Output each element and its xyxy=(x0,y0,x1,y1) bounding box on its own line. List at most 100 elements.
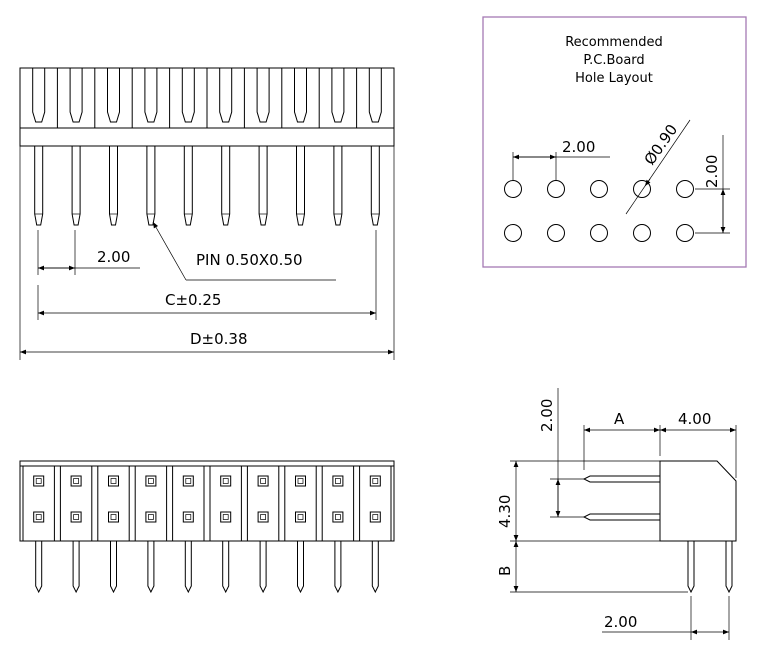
top-pin xyxy=(222,541,230,594)
top-contact-inner xyxy=(110,478,117,484)
top-pin xyxy=(184,541,192,594)
pcb-hole xyxy=(547,180,565,198)
front-cell-slot xyxy=(219,68,233,123)
pcb-hole xyxy=(504,180,522,198)
top-contact-outer xyxy=(182,475,194,487)
pcb-hole xyxy=(590,224,608,242)
side-pin-lower xyxy=(582,513,660,521)
front-pin xyxy=(34,146,44,226)
b-dimension-label: B xyxy=(496,566,514,576)
top-contact-inner xyxy=(110,514,117,520)
b-dimension: B xyxy=(496,541,688,593)
top-contact-inner xyxy=(148,478,154,484)
front-cell-slot xyxy=(331,68,345,123)
pcb-layout: Recommended P.C.Board Hole Layout 2.00 Ø… xyxy=(482,16,747,268)
front-pitch-dimension: 2.00 xyxy=(37,230,140,275)
top-contact-outer xyxy=(145,475,157,487)
front-view: 2.00 PIN 0.50X0.50 C±0.25 D±0.38 xyxy=(19,67,395,360)
top-contact-outer xyxy=(369,511,381,523)
top-contact-outer xyxy=(220,511,232,523)
top-cell xyxy=(359,465,392,542)
front-pin xyxy=(296,146,305,226)
top-contact-outer xyxy=(332,475,344,487)
top-contact-inner xyxy=(73,478,79,484)
pcb-title-line3: Hole Layout xyxy=(575,71,653,86)
top-contact-outer xyxy=(108,475,119,487)
a-dimension-label: A xyxy=(614,410,625,428)
front-cell-slot xyxy=(144,68,158,123)
front-pin xyxy=(71,146,81,226)
side-leg-pitch-label: 2.00 xyxy=(604,613,637,631)
front-pin xyxy=(146,146,156,226)
top-contact-outer xyxy=(220,475,232,487)
top-cell xyxy=(284,465,317,542)
top-contact-outer xyxy=(295,475,306,487)
side-depth-label: 4.00 xyxy=(678,410,711,428)
top-contact-inner xyxy=(260,514,266,520)
top-contact-inner xyxy=(222,514,229,520)
pcb-layout-frame xyxy=(482,16,747,268)
side-depth-dimension: 4.00 xyxy=(660,410,737,478)
pcb-hole-dia-label: Ø0.90 xyxy=(641,121,682,168)
pin-size-label: PIN 0.50X0.50 xyxy=(196,251,303,269)
top-pins xyxy=(35,541,379,594)
front-pin xyxy=(221,146,231,226)
pcb-pitch-v-dimension: 2.00 xyxy=(695,135,730,234)
top-contact-outer xyxy=(257,511,269,523)
front-cell-slot xyxy=(107,68,120,123)
side-pin-spacing-dimension: 2.00 xyxy=(538,388,584,518)
top-contact-inner xyxy=(335,514,341,520)
top-pin xyxy=(297,541,304,594)
side-view: 2.00 A 4.00 4.30 B xyxy=(496,388,737,640)
pin-callout: PIN 0.50X0.50 xyxy=(152,221,336,281)
top-cell xyxy=(97,465,130,542)
pcb-hole xyxy=(547,224,565,242)
front-pins xyxy=(34,146,380,226)
pcb-pitch-h-dimension: 2.00 xyxy=(512,138,610,180)
front-cell-slot xyxy=(368,68,382,123)
top-contact-inner xyxy=(297,478,304,484)
side-pin-upper xyxy=(582,475,660,483)
top-contact-outer xyxy=(70,511,82,523)
top-contact-inner xyxy=(372,478,379,484)
pcb-hole xyxy=(633,224,651,242)
pcb-hole xyxy=(504,224,522,242)
top-contact-inner xyxy=(335,478,341,484)
top-contact-outer xyxy=(145,511,157,523)
front-cell-slot xyxy=(69,68,83,123)
front-cell-slot xyxy=(256,68,270,123)
top-contact-inner xyxy=(260,478,266,484)
top-cell xyxy=(22,465,55,542)
top-contact-outer xyxy=(108,511,119,523)
top-contact-outer xyxy=(70,475,82,487)
top-cells xyxy=(22,465,392,542)
front-pin xyxy=(183,146,193,226)
top-contact-inner xyxy=(148,514,154,520)
top-pin xyxy=(110,541,117,594)
side-leg-back xyxy=(725,541,733,594)
top-cell xyxy=(246,465,280,542)
top-contact-outer xyxy=(33,475,45,487)
top-cell xyxy=(209,465,242,542)
top-contact-inner xyxy=(185,514,192,520)
pcb-hole-dia-dimension: Ø0.90 xyxy=(625,119,691,215)
top-contact-outer xyxy=(332,511,344,523)
top-view xyxy=(19,460,395,594)
top-cell xyxy=(59,465,93,542)
pcb-pitch-v-label: 2.00 xyxy=(703,155,721,188)
d-dimension: D±0.38 xyxy=(19,146,395,360)
front-cell-slot xyxy=(32,68,46,123)
front-pin xyxy=(109,146,118,226)
side-height-label: 4.30 xyxy=(496,495,514,528)
pcb-pitch-h-label: 2.00 xyxy=(562,138,595,156)
top-pin xyxy=(334,541,342,594)
top-pin xyxy=(35,541,43,594)
side-pin-spacing-label: 2.00 xyxy=(538,399,556,432)
top-contact-outer xyxy=(295,511,306,523)
d-dimension-label: D±0.38 xyxy=(190,330,248,348)
top-cell xyxy=(172,465,205,542)
c-dimension-label: C±0.25 xyxy=(165,291,221,309)
pcb-hole xyxy=(676,180,694,198)
top-contact-outer xyxy=(369,475,381,487)
